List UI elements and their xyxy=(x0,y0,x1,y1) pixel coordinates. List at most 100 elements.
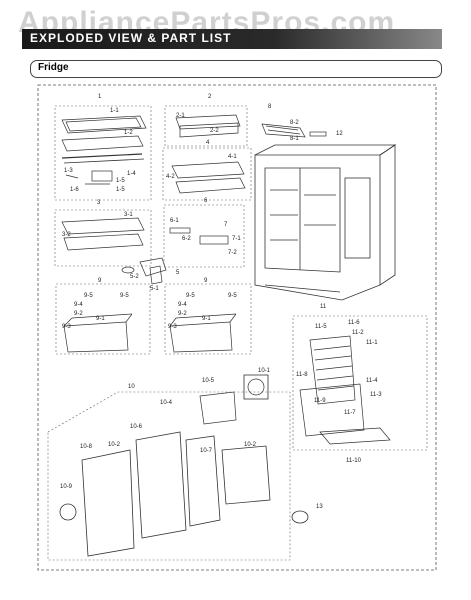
part-13 xyxy=(291,510,309,524)
callout-6-1: 6-1 xyxy=(170,218,179,224)
callout-7-1: 7-1 xyxy=(232,236,241,242)
group-10-box xyxy=(47,391,291,561)
callout-7: 7 xyxy=(224,222,228,228)
bracket-1-5 xyxy=(85,170,113,185)
callout-9-5b: 9-5 xyxy=(120,293,129,299)
callout-2-1: 2-1 xyxy=(176,113,185,119)
callout-9-4a: 9-4 xyxy=(74,302,83,308)
callout-3-2: 3-2 xyxy=(62,232,71,238)
callout-3-1: 3-1 xyxy=(124,212,133,218)
callout-9b: 9 xyxy=(204,278,208,284)
callout-9-1a: 9-1 xyxy=(96,316,105,322)
callout-11-7: 11-7 xyxy=(344,410,356,416)
callout-2: 2 xyxy=(208,94,212,100)
callout-11-6: 11-6 xyxy=(348,320,360,326)
callout-1-2: 1-2 xyxy=(124,130,133,136)
shelf-3-1 xyxy=(61,217,145,251)
trim-1-3 xyxy=(61,153,143,159)
callout-1-5b: 1-5 xyxy=(116,187,125,193)
part-12 xyxy=(309,131,327,137)
callout-11-9: 11-9 xyxy=(314,398,326,404)
bin-8-1 xyxy=(261,123,306,138)
callout-11: 11 xyxy=(320,304,327,310)
callout-3: 3 xyxy=(97,200,101,206)
shelf-4-1 xyxy=(171,161,246,194)
callout-5: 5 xyxy=(176,270,180,276)
cover-11-9 xyxy=(299,383,365,437)
callout-11-1: 11-1 xyxy=(366,340,378,346)
panel-10-7 xyxy=(185,435,221,527)
section-bar xyxy=(30,60,442,78)
trim-1-4 xyxy=(63,158,145,164)
part-7-1 xyxy=(199,235,229,245)
seal-10-9 xyxy=(59,503,77,521)
callout-6-2: 6-2 xyxy=(182,236,191,242)
group-11-box xyxy=(292,315,428,451)
part-5 xyxy=(139,257,167,285)
group-3-box xyxy=(54,209,152,267)
callout-9-1b: 9-1 xyxy=(202,316,211,322)
cover-10-5 xyxy=(199,391,237,425)
duct-10-6 xyxy=(135,431,187,539)
callout-2-2: 2-2 xyxy=(210,128,219,134)
callout-9-5a: 9-5 xyxy=(84,293,93,299)
callout-5-2: 5-2 xyxy=(130,274,139,280)
group-9a-box xyxy=(55,283,151,355)
duct-10-8 xyxy=(81,449,135,557)
callout-10-5: 10-5 xyxy=(202,378,215,384)
callout-10-2a: 10-2 xyxy=(108,442,121,448)
callout-10-2b: 10-2 xyxy=(244,442,257,448)
callout-9-5c: 9-5 xyxy=(186,293,195,299)
callout-10-8: 10-8 xyxy=(80,444,93,450)
diagram-frame xyxy=(37,84,437,571)
callout-4-1: 4-1 xyxy=(228,154,237,160)
callout-9-2a: 9-2 xyxy=(74,311,83,317)
callout-1: 1 xyxy=(98,94,102,100)
part-6-1 xyxy=(169,227,191,234)
callout-10-6: 10-6 xyxy=(130,424,143,430)
callout-10-4: 10-4 xyxy=(160,400,173,406)
fridge-cabinet xyxy=(254,144,397,301)
group-2-box xyxy=(164,105,248,147)
callout-4-2: 4-2 xyxy=(166,174,175,180)
group-4-box xyxy=(162,147,252,201)
callout-4: 4 xyxy=(206,140,210,146)
glass-1-2 xyxy=(61,135,144,152)
callout-8-2: 8-2 xyxy=(290,120,299,126)
header-bar xyxy=(22,29,442,49)
section-title: Fridge xyxy=(38,62,69,73)
callout-5-1: 5-1 xyxy=(150,286,159,292)
group-6-box xyxy=(163,204,245,268)
callout-10-1: 10-1 xyxy=(258,368,271,374)
callout-8: 8 xyxy=(268,104,272,110)
callout-1-5a: 1-5 xyxy=(116,178,125,184)
page-title: EXPLODED VIEW & PART LIST xyxy=(30,31,232,45)
shelf-1-1 xyxy=(61,115,147,134)
callout-11-10: 11-10 xyxy=(346,458,362,464)
callout-13: 13 xyxy=(316,504,323,510)
callout-9-3b: 9-3 xyxy=(168,324,177,330)
callout-11-8: 11-8 xyxy=(296,372,308,378)
callout-10-7: 10-7 xyxy=(200,448,213,454)
callout-11-4: 11-4 xyxy=(366,378,378,384)
fan-blade-icon xyxy=(247,378,265,396)
callout-1-3: 1-3 xyxy=(64,168,73,174)
callout-1-1: 1-1 xyxy=(110,108,119,114)
tray-11-10 xyxy=(319,427,391,445)
crisper-9-1b xyxy=(169,313,237,353)
part-5-2 xyxy=(121,266,135,274)
panel-10-2 xyxy=(221,445,271,505)
callout-11-2: 11-2 xyxy=(352,330,364,336)
callout-11-3: 11-3 xyxy=(370,392,382,398)
group-1-box xyxy=(54,105,152,201)
group-9b-box xyxy=(164,283,252,355)
callout-1-6: 1-6 xyxy=(70,187,79,193)
callout-8-1: 8-1 xyxy=(290,136,299,142)
callout-9-2b: 9-2 xyxy=(178,311,187,317)
callout-9a: 9 xyxy=(98,278,102,284)
callout-11-5: 11-5 xyxy=(315,324,327,330)
callout-12: 12 xyxy=(336,131,343,137)
evaporator-11-4 xyxy=(309,335,356,405)
rail-1-6 xyxy=(65,174,79,179)
